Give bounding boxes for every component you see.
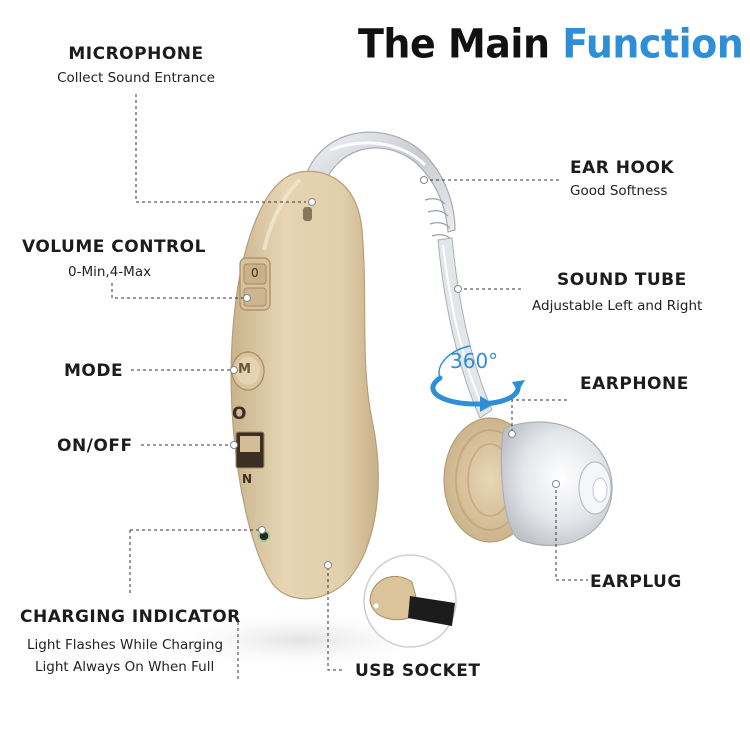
sound-tube-desc: Adjustable Left and Right: [532, 298, 703, 314]
charging-desc-1: Light Flashes While Charging: [27, 637, 224, 653]
earplug-label: EARPLUG: [590, 572, 682, 592]
usb-socket-label: USB SOCKET: [355, 661, 481, 681]
switch-bottom-letter: N: [242, 472, 253, 486]
volume-label: VOLUME CONTROL: [22, 237, 206, 257]
charging-label: CHARGING INDICATOR: [20, 607, 241, 627]
microphone-hole: [303, 207, 312, 221]
usb-inset: [363, 554, 457, 648]
ear-hook-desc: Good Softness: [570, 183, 668, 199]
on-off-switch-shape: [235, 431, 265, 469]
charging-desc-2: Light Always On When Full: [35, 659, 215, 675]
hook-rings: [424, 198, 453, 241]
mode-label: MODE: [64, 361, 124, 381]
sound-tube-label: SOUND TUBE: [557, 270, 687, 290]
title-part1: The Main: [358, 20, 550, 68]
microphone-label: MICROPHONE: [68, 44, 204, 64]
onoff-label: ON/OFF: [57, 436, 133, 456]
callout-dots: [230, 176, 560, 569]
switch-top-letter: O: [232, 404, 247, 424]
rotation-arrow: [430, 375, 521, 407]
rotation-label: 360°: [450, 349, 499, 373]
mode-letter: M: [238, 362, 251, 377]
earphone-label: EARPHONE: [580, 374, 689, 394]
leader-lines: [111, 94, 588, 680]
volume-digit: 0: [251, 266, 259, 280]
volume-desc: 0-Min,4-Max: [68, 264, 152, 280]
ear-hook-label: EAR HOOK: [570, 158, 675, 178]
page-title: The Main Function: [358, 20, 744, 68]
title-part2: Function: [562, 20, 744, 68]
microphone-desc: Collect Sound Entrance: [57, 70, 215, 86]
mode-button-shape: [231, 351, 265, 391]
